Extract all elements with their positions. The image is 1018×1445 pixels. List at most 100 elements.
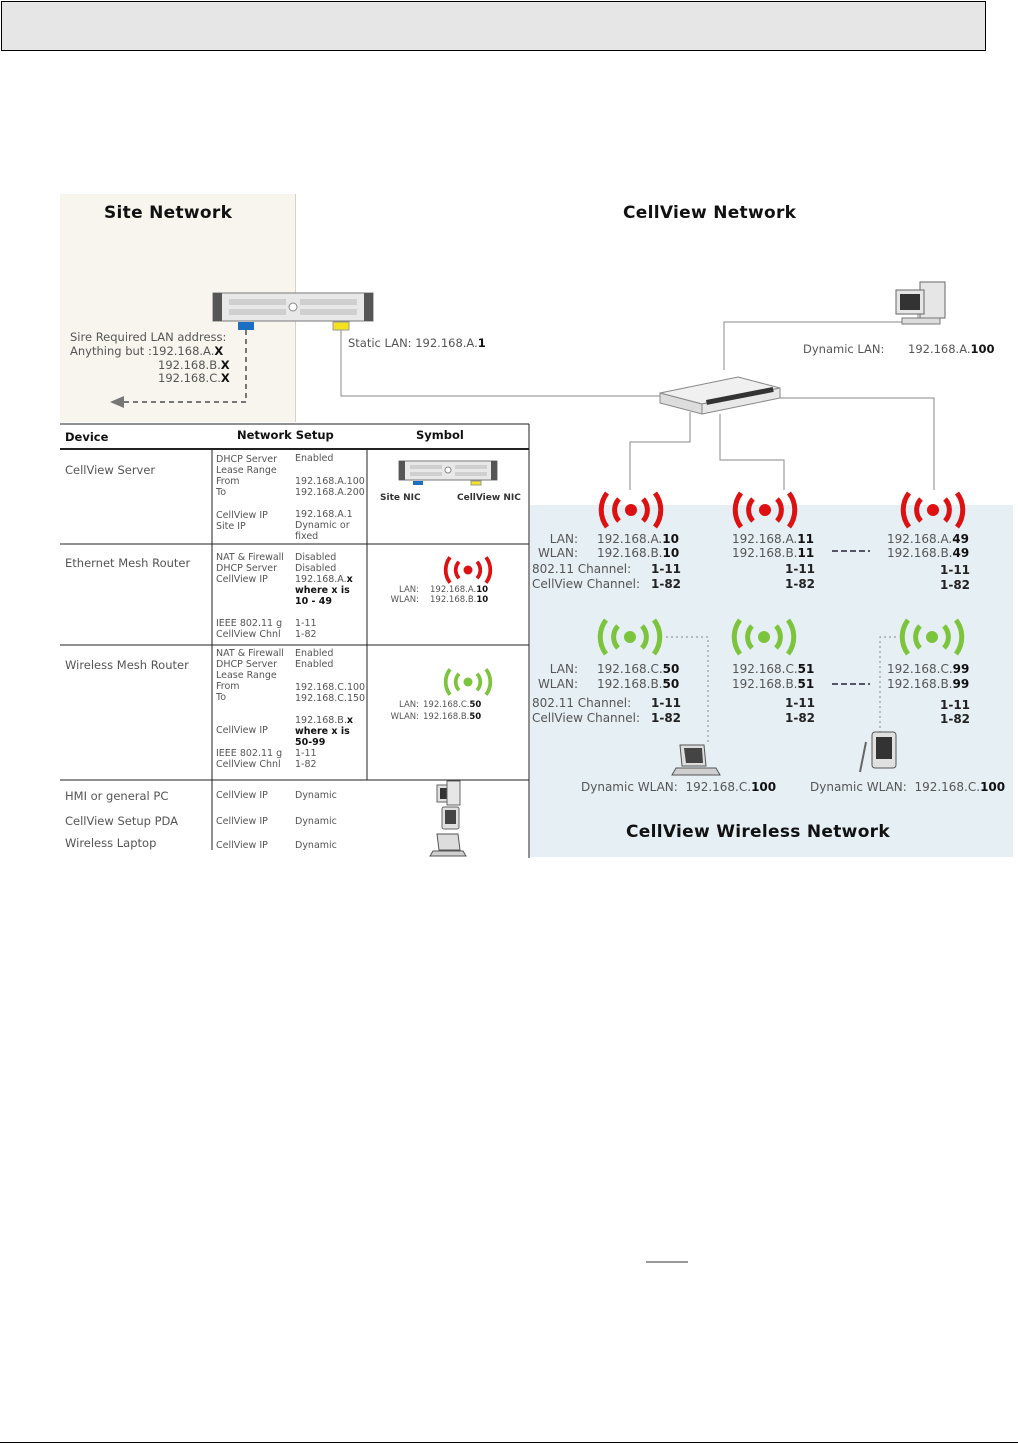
pda-dynamic-wlan: Dynamic WLAN: 192.168.C.100 bbox=[810, 780, 1005, 794]
table-server-symbol bbox=[399, 461, 497, 485]
wl-router-signal-icon-1 bbox=[600, 620, 660, 654]
wl-k10: CellView Chnl bbox=[216, 759, 281, 770]
wl-router-3-cv: 1-82 bbox=[940, 712, 970, 726]
client-2-key: CellView IP bbox=[216, 840, 268, 851]
table-wl-signal-icon bbox=[446, 669, 491, 695]
wl-router-signal-icon-2 bbox=[734, 620, 794, 654]
eth-v5: 10 - 49 bbox=[295, 596, 332, 607]
eth-v7: 1-82 bbox=[295, 629, 317, 640]
server-k5: CellView IP bbox=[216, 510, 268, 521]
wl-v6: 192.168.B.x bbox=[295, 715, 353, 726]
site-required-label: Sire Required LAN address: bbox=[70, 330, 226, 344]
desktop-pc-icon bbox=[896, 282, 945, 324]
wl-router-1-wlan: 192.168.B.50 bbox=[597, 677, 679, 691]
server-icon bbox=[213, 293, 373, 330]
router-to-laptop-dotted bbox=[666, 637, 708, 745]
dynamic-lan-address: 192.168.A.100 bbox=[908, 342, 995, 356]
eth-router-3-cv: 1-82 bbox=[940, 578, 970, 592]
arrow-head bbox=[110, 396, 124, 408]
table-wl-sym-lan: 192.168.C.50 bbox=[423, 700, 481, 710]
wl-v7: where x is bbox=[295, 726, 350, 737]
table-wl-sym-wlan-label: WLAN: bbox=[380, 712, 419, 722]
wl-v8: 50-99 bbox=[295, 737, 325, 748]
static-lan-label: Static LAN: 192.168.A.1 bbox=[348, 336, 486, 350]
server-k2: Lease Range bbox=[216, 465, 277, 476]
eth-v6: 1-11 bbox=[295, 618, 317, 629]
laptop-dynamic-wlan: Dynamic WLAN: 192.168.C.100 bbox=[581, 780, 776, 794]
wl-router-1-cv: 1-82 bbox=[651, 711, 681, 725]
wl-lan-label: LAN: bbox=[530, 662, 578, 676]
wl-router-3-wlan: 192.168.B.99 bbox=[887, 677, 969, 691]
wl-router-2-ch: 1-11 bbox=[785, 696, 815, 710]
site-nic-label: Site NIC bbox=[380, 493, 421, 503]
wl-v4: 192.168.C.100 bbox=[295, 682, 365, 693]
site-network-title: Site Network bbox=[104, 203, 232, 223]
table-eth-signal-icon bbox=[446, 557, 491, 583]
eth-lan-label: LAN: bbox=[530, 532, 578, 546]
device-cellview-server: CellView Server bbox=[65, 463, 155, 477]
device-setup-pda: CellView Setup PDA bbox=[65, 814, 178, 828]
wl-k7: CellView IP bbox=[216, 725, 268, 736]
wl-k3: Lease Range bbox=[216, 670, 277, 681]
wl-v1: Enabled bbox=[295, 648, 333, 659]
cellview-network-title: CellView Network bbox=[623, 203, 796, 223]
table-client-icons bbox=[430, 781, 466, 856]
device-ethernet-mesh-router: Ethernet Mesh Router bbox=[65, 556, 190, 570]
client-0-key: CellView IP bbox=[216, 790, 268, 801]
wl-router-2-wlan: 192.168.B.51 bbox=[732, 677, 814, 691]
wl-v10: 1-82 bbox=[295, 759, 317, 770]
server-v6: Dynamic or bbox=[295, 520, 350, 531]
wl-v2: Enabled bbox=[295, 659, 333, 670]
eth-router-2-cv: 1-82 bbox=[785, 577, 815, 591]
eth-router-1-lan: 192.168.A.10 bbox=[597, 532, 679, 546]
wl-k1: NAT & Firewall bbox=[216, 648, 284, 659]
eth-router-3-ch: 1-11 bbox=[940, 563, 970, 577]
server-k3: From bbox=[216, 476, 240, 487]
table-header-symbol: Symbol bbox=[416, 428, 464, 442]
network-switch-icon bbox=[660, 377, 780, 414]
wl-v5: 192.168.C.150 bbox=[295, 693, 365, 704]
eth-router-3-lan: 192.168.A.49 bbox=[887, 532, 969, 546]
table-eth-sym-lan: 192.168.A.10 bbox=[430, 585, 488, 595]
site-addr-c: 192.168.C.X bbox=[158, 371, 230, 385]
pda-icon bbox=[860, 732, 896, 772]
switch-to-router3-line bbox=[778, 398, 934, 490]
table-eth-sym-wlan: 192.168.B.10 bbox=[430, 595, 488, 605]
server-k6: Site IP bbox=[216, 521, 246, 532]
client-2-val: Dynamic bbox=[295, 840, 337, 851]
device-wireless-laptop: Wireless Laptop bbox=[65, 836, 156, 850]
eth-channel-label: 802.11 Channel: bbox=[532, 562, 631, 576]
wl-k9: IEEE 802.11 g bbox=[216, 748, 282, 759]
wl-router-3-lan: 192.168.C.99 bbox=[887, 662, 969, 676]
wl-k4: From bbox=[216, 681, 240, 692]
eth-k3: CellView IP bbox=[216, 574, 268, 585]
table-header-device: Device bbox=[65, 430, 108, 444]
wl-router-signal-icon-3 bbox=[902, 620, 962, 654]
switch-to-router2-line bbox=[720, 414, 784, 490]
eth-k2: DHCP Server bbox=[216, 563, 277, 574]
site-addr-a: Anything but :192.168.A.X bbox=[70, 344, 223, 358]
eth-v4: where x is bbox=[295, 585, 350, 596]
switch-to-router1-line bbox=[630, 412, 690, 490]
wl-channel-label: 802.11 Channel: bbox=[532, 696, 631, 710]
eth-k1: NAT & Firewall bbox=[216, 552, 284, 563]
server-k4: To bbox=[216, 487, 226, 498]
eth-router-2-ch: 1-11 bbox=[785, 562, 815, 576]
eth-router-1-wlan: 192.168.B.10 bbox=[597, 546, 679, 560]
client-0-val: Dynamic bbox=[295, 790, 337, 801]
switch-to-pc-line bbox=[724, 305, 918, 370]
wl-k5: To bbox=[216, 692, 226, 703]
server-v5: 192.168.A.1 bbox=[295, 509, 353, 520]
dynamic-lan-label: Dynamic LAN: bbox=[803, 342, 884, 356]
server-k1: DHCP Server bbox=[216, 454, 277, 465]
wl-cv-channel-label: CellView Channel: bbox=[532, 711, 640, 725]
eth-router-1-ch: 1-11 bbox=[651, 562, 681, 576]
wl-router-1-ch: 1-11 bbox=[651, 696, 681, 710]
wl-router-2-cv: 1-82 bbox=[785, 711, 815, 725]
footer-rule bbox=[0, 1442, 1018, 1443]
wireless-network-title: CellView Wireless Network bbox=[626, 822, 890, 842]
client-1-key: CellView IP bbox=[216, 816, 268, 827]
server-v7: fixed bbox=[295, 531, 318, 542]
eth-router-signal-icon-3 bbox=[903, 493, 963, 527]
eth-cv-channel-label: CellView Channel: bbox=[532, 577, 640, 591]
